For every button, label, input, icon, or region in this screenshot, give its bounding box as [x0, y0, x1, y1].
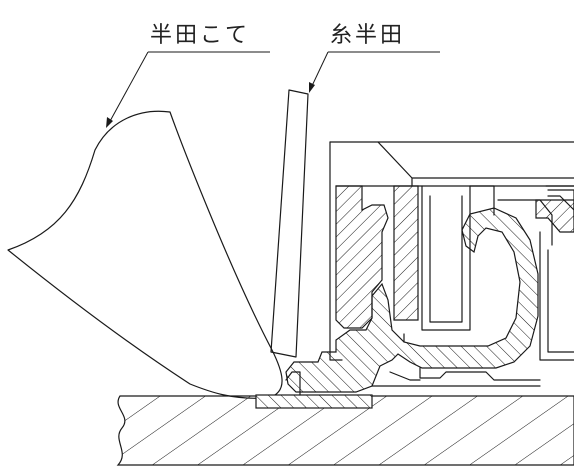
wire-solder-label: 糸半田: [330, 23, 405, 48]
connector-terminal: [285, 207, 541, 393]
soldering-iron-label: 半田こて: [150, 23, 250, 48]
wire-solder-leader: [309, 51, 440, 93]
soldering-iron-leader: [106, 51, 270, 128]
terminal-lead-foot: [285, 371, 301, 396]
soldering-iron-tip: [7, 110, 283, 399]
wire-solder-rod: [270, 89, 309, 358]
pcb-board: [116, 395, 574, 466]
connector-housing: [329, 141, 574, 361]
